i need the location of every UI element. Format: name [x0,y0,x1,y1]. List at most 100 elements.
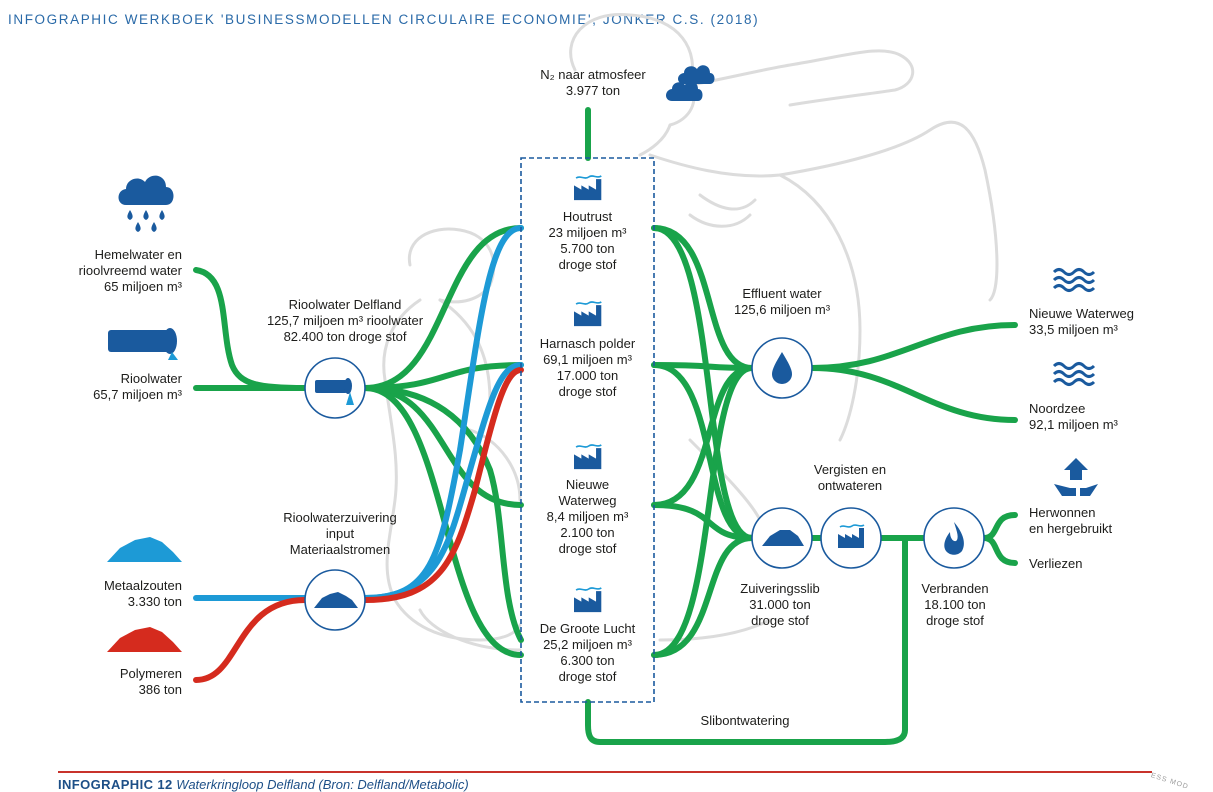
pipe-mouth [344,378,352,394]
waves-icon-nieuwe-waterweg [1052,268,1096,292]
factory-plant-icon-0 [574,175,602,201]
rain-drop-1 [143,210,149,220]
flow-riool-to-plant-0 [362,225,524,391]
label-nieuwe-waterweg-out: Nieuwe Waterweg 33,5 miljoen m³ [1029,306,1199,338]
waves-icon-noordzee-line-1 [1052,370,1096,378]
water-drop-icon [772,352,792,384]
cloud-shape [118,175,174,205]
zuivering-input-line3: Materiaalstromen [289,542,391,557]
factory-plant-icon-0-smoke [575,175,602,179]
rioolwater-line1: Rioolwater [120,371,182,386]
salt-pile-icon [314,592,358,608]
riool-delfland-volume: 125,7 miljoen m³ rioolwater [266,313,424,328]
factory-plant-icon-3 [574,587,602,613]
recycle-arrow-top [1064,458,1088,480]
effluent-title: Effluent water [742,286,822,301]
rain-drop-0 [127,210,133,220]
metaalzouten-value: 3.330 ton [127,594,182,609]
flow-verbranden-herwonnen [981,512,1018,541]
waves-icon-nieuwe-waterweg-line-1 [1052,276,1096,284]
plant-droge-stof: droge stof [558,541,617,556]
zuivering-input-line1: Rioolwaterzuivering [283,510,397,525]
flow-polymeren [193,597,308,683]
recycle-icon [1054,458,1098,496]
effluent-value: 125,6 miljoen m³ [733,302,831,317]
label-verliezen: Verliezen [1029,556,1199,572]
herwonnen-line2: en hergebruikt [1029,521,1113,536]
factory-vergisten-icon-smoke [839,524,865,528]
label-rioolwater: Rioolwater 65,7 miljoen m³ [40,371,182,403]
sewer-pipe-icon [108,328,178,360]
noordzee-title: Noordzee [1029,401,1086,416]
sludge-pile-icon [762,530,804,546]
sludge-shape [762,530,804,546]
flow-plant-to-effluent-3 [651,365,755,658]
factory-plant-icon-3-body [574,591,602,613]
pipe-icon [315,378,354,405]
rain-drop-2 [159,210,165,220]
waves-icon-noordzee-line-0 [1052,362,1096,370]
recycle-arrow-left [1054,484,1076,496]
label-vergisten: Vergisten en ontwateren [790,462,910,494]
label-verbranden: Verbranden 18.100 ton droge stof [895,581,1015,629]
waves-icon-nieuwe-waterweg-line-0 [1052,268,1096,276]
hemelwater-value: 65 miljoen m³ [103,279,182,294]
vergisten-line2: ontwateren [817,478,883,493]
label-hemelwater: Hemelwater en rioolvreemd water 65 miljo… [40,247,182,295]
plant-ton: 2.100 ton [560,525,615,540]
atm-cloud-top [678,65,715,84]
slib-ton: 31.000 ton [749,597,811,612]
plant-volume: 69,1 miljoen m³ [543,352,632,367]
salt-shape [107,537,182,562]
vergisten-line1: Vergisten en [813,462,887,477]
label-noordzee: Noordzee 92,1 miljoen m³ [1029,401,1199,433]
plant-name: Houtrust [562,209,613,224]
plant-ton: 5.700 ton [560,241,615,256]
atm-cloud-bottom [666,81,703,101]
hemelwater-line2: rioolvreemd water [78,263,182,278]
big-pipe-body [108,330,170,352]
flame-icon [944,522,964,555]
plant-groote-lucht: De Groote Lucht 25,2 miljoen m³ 6.300 to… [521,621,654,685]
factory-plant-icon-1-smoke [575,301,602,305]
waves-icon-noordzee-line-2 [1052,378,1096,386]
node-verbranden [923,507,985,569]
label-atmosfeer: N₂ naar atmosfeer 3.977 ton [518,67,668,99]
label-effluent: Effluent water 125,6 miljoen m³ [712,286,852,318]
flow-slibontwatering-loop [585,535,908,745]
riool-delfland-droge-stof: 82.400 ton droge stof [283,329,407,344]
plant-name: De Groote Lucht [539,621,636,636]
atmosfeer-line1: N₂ naar atmosfeer [540,67,646,82]
plant-name: Harnasch polder [539,336,636,351]
verliezen-title: Verliezen [1029,556,1083,571]
flow-effluent-noordzee [809,365,1018,423]
flow-lines [193,107,1018,745]
footer-caption: INFOGRAPHIC 12 Waterkringloop Delfland (… [58,777,469,792]
factory-plant-icon-3-smoke [575,587,602,591]
flow-effluent-nieuwe-waterweg [809,322,1018,371]
flow-polymer-to-harnasch [362,367,524,603]
salt-pile-icon-large [107,537,182,562]
label-metaalzouten: Metaalzouten 3.330 ton [40,578,182,610]
polymeren-value: 386 ton [138,682,182,697]
plant-droge-stof: droge stof [558,669,617,684]
factory-plant-icon-0-body [574,179,602,201]
label-zuivering-input: Rioolwaterzuivering input Materiaalstrom… [250,510,430,558]
pipe-body [315,380,347,393]
label-herwonnen: Herwonnen en hergebruikt [1029,505,1199,537]
atmosfeer-value: 3.977 ton [565,83,621,98]
polymeren-line1: Polymeren [119,666,182,681]
flow-plant-to-slib-2 [651,502,755,541]
flow-riool-to-plant-extra [362,385,524,643]
metaalzouten-line1: Metaalzouten [103,578,182,593]
plant-volume: 8,4 miljoen m³ [546,509,629,524]
nieuwe-waterweg-value: 33,5 miljoen m³ [1029,322,1118,337]
flow-plant-to-slib-0 [651,225,755,541]
plant-droge-stof: droge stof [558,257,617,272]
flow-metaal-to-harnasch [362,362,524,601]
verbranden-droge-stof: droge stof [926,613,984,628]
polymer-pile-icon [107,627,182,652]
rioolwater-value: 65,7 miljoen m³ [93,387,182,402]
plant-name: Nieuwe [565,477,610,492]
zuivering-input-line2: input [325,526,355,541]
